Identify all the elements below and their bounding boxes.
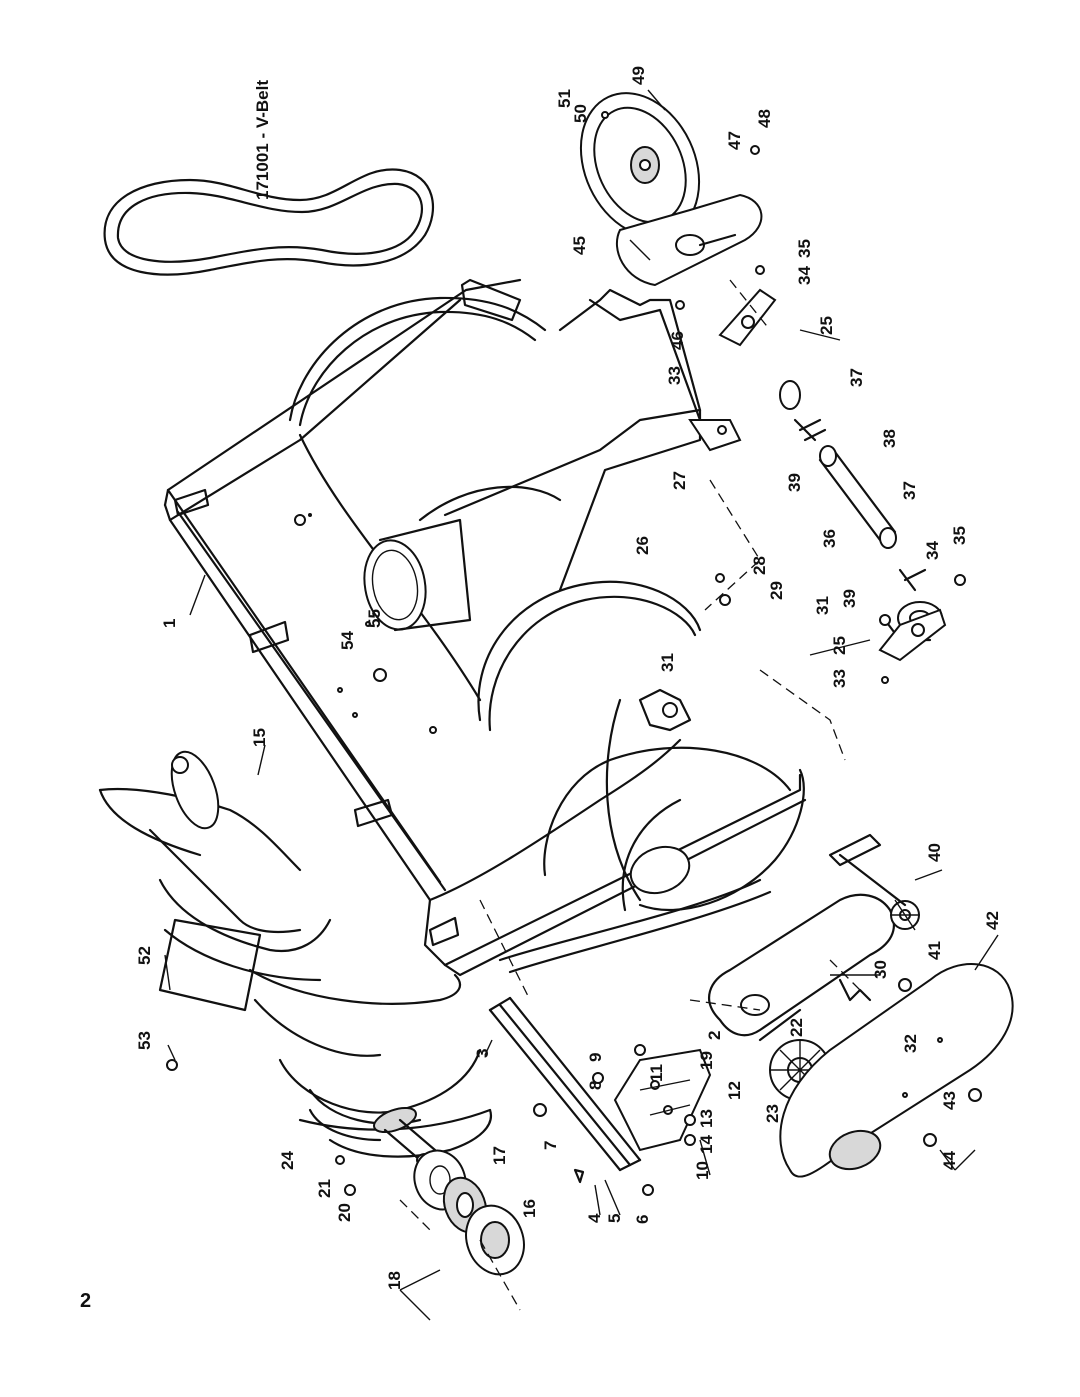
callout-12: 12 [725,1081,744,1100]
callout-54: 54 [338,631,357,650]
callout-33b: 33 [830,669,849,688]
callout-40: 40 [925,843,944,862]
callout-47: 47 [725,131,744,150]
callout-25a: 25 [817,316,836,335]
callout-25b: 25 [830,636,849,655]
callout-2: 2 [705,1031,724,1040]
upper-bracket-drawing [688,288,777,452]
callout-16: 16 [520,1199,539,1218]
callout-41: 41 [925,941,944,960]
callout-46: 46 [668,331,687,350]
callout-53: 53 [135,1031,154,1050]
callout-48: 48 [755,109,774,128]
skid-shoe-drawing [613,1048,712,1152]
callout-31a: 31 [658,653,677,672]
lower-bracket-drawing [878,608,947,662]
callout-45: 45 [570,236,589,255]
callout-35b: 35 [950,526,969,545]
scraper-bar-drawing [488,996,642,1184]
callout-17: 17 [490,1146,509,1165]
callout-9: 9 [586,1053,605,1062]
page-number: 2 [80,1290,92,1312]
callout-8: 8 [586,1081,605,1090]
callout-4: 4 [585,1213,604,1223]
callout-31b: 31 [813,596,832,615]
callout-5: 5 [605,1214,624,1223]
callout-51: 51 [555,89,574,108]
callout-34b: 34 [923,541,942,560]
callout-22: 22 [787,1018,806,1037]
dashed-assembly-lines [399,279,771,1311]
clutch-shaft-drawing [759,380,943,761]
callout-49: 49 [629,66,648,85]
callout-33a: 33 [665,366,684,385]
callout-52: 52 [135,946,154,965]
callout-24: 24 [278,1151,297,1170]
callout-20: 20 [335,1203,354,1222]
pulley-drawing [579,92,763,287]
callout-27: 27 [670,471,689,490]
callout-28: 28 [750,556,769,575]
callout-29: 29 [767,581,786,600]
callout-23: 23 [763,1104,782,1123]
hardware-markers [166,111,982,1196]
callout-26: 26 [633,536,652,555]
v-belt-drawing [103,168,434,276]
callout-32: 32 [901,1034,920,1053]
housing-drawing [163,278,807,977]
callout-55: 55 [365,609,384,628]
callout-34a: 34 [795,266,814,285]
callout-50: 50 [571,104,590,123]
bearing-group-drawing [413,1149,525,1276]
callout-13: 13 [697,1109,716,1128]
callout-1: 1 [160,619,179,628]
callout-21: 21 [315,1179,334,1198]
callout-43: 43 [940,1091,959,1110]
v-belt-caption: 171001 - V-Belt [253,80,272,200]
leader-lines [164,89,999,1321]
callout-42: 42 [983,911,1002,930]
callout-14: 14 [697,1135,716,1154]
callout-3: 3 [473,1049,492,1058]
callout-38: 38 [880,429,899,448]
callout-7: 7 [541,1141,560,1150]
callout-37a: 37 [847,368,866,387]
auger-drawing [98,750,493,1167]
callout-37b: 37 [900,481,919,500]
callout-18: 18 [385,1271,404,1290]
callout-11: 11 [647,1064,666,1082]
callout-15: 15 [250,728,269,747]
chain-cover-drawing [779,963,1014,1178]
callout-19: 19 [697,1051,716,1070]
callout-35a: 35 [795,239,814,258]
callout-39b: 39 [840,589,859,608]
callout-39a: 39 [785,473,804,492]
callout-36: 36 [820,529,839,548]
callout-6: 6 [633,1215,652,1224]
callout-30: 30 [871,960,890,979]
